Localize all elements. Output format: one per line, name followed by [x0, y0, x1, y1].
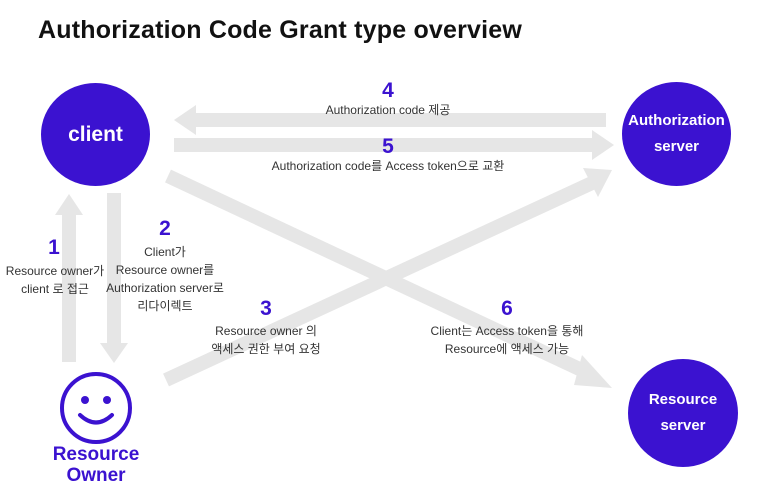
step-3-number: 3	[260, 297, 272, 320]
arrowhead-step-3	[583, 168, 612, 197]
step-1-label: Resource owner가 client 로 접근	[0, 262, 110, 298]
step-5-line-1: Authorization code를 Access token으로 교환	[271, 159, 505, 173]
arrow-step-2	[100, 193, 128, 363]
client-label: client	[68, 122, 123, 146]
step-5-number: 5	[382, 135, 394, 158]
arrow-step-5	[174, 130, 614, 160]
step-2-label: Client가 Resource owner를 Authorization se…	[102, 243, 228, 315]
step-2-line-2: Resource owner를	[115, 263, 215, 277]
smiley-face-icon	[60, 372, 132, 444]
resource-owner-label-line2: Owner	[66, 465, 126, 486]
step-6-number: 6	[501, 297, 513, 320]
step-4-line-1: Authorization code 제공	[325, 103, 451, 117]
step-6-line-2: Resource에 액세스 가능	[444, 342, 570, 356]
authorization-server-node: Authorization server	[622, 82, 731, 186]
arrow-step-6	[165, 169, 591, 380]
step-2-line-3: Authorization server로	[106, 281, 224, 295]
resource-owner-label: Resource Owner	[44, 444, 148, 486]
step-6-line-1: Client는 Access token을 통해	[430, 324, 584, 338]
step-2-number: 2	[159, 217, 171, 240]
resource-server-label-line2: server	[660, 417, 706, 434]
step-5-label: Authorization code를 Access token으로 교환	[248, 157, 528, 175]
resource-owner-label-line1: Resource	[52, 444, 140, 465]
step-4-number: 4	[382, 79, 394, 102]
arrow-step-4	[174, 105, 606, 135]
step-1-line-2: client 로 접근	[21, 282, 89, 296]
step-6-label: Client는 Access token을 통해 Resource에 액세스 가…	[422, 322, 592, 358]
authorization-server-label-line1: Authorization	[628, 112, 725, 129]
arrowhead-step-6	[574, 355, 612, 388]
step-1-number: 1	[48, 236, 60, 259]
authorization-server-label-line2: server	[653, 138, 700, 155]
step-3-line-1: Resource owner 의	[215, 324, 317, 338]
step-4-label: Authorization code 제공	[298, 101, 478, 119]
step-2-line-4: 리다이렉트	[137, 299, 193, 313]
resource-server-label-line1: Resource	[648, 391, 718, 408]
resource-server-node: Resource server	[628, 359, 738, 467]
step-1-line-1: Resource owner가	[5, 264, 105, 278]
client-node: client	[41, 83, 150, 186]
step-3-label: Resource owner 의 액세스 권한 부여 요청	[196, 322, 336, 358]
page-title: Authorization Code Grant type overview	[38, 16, 523, 44]
arrow-step-1	[55, 194, 83, 362]
step-3-line-2: 액세스 권한 부여 요청	[211, 342, 321, 356]
step-2-line-1: Client가	[144, 245, 186, 259]
